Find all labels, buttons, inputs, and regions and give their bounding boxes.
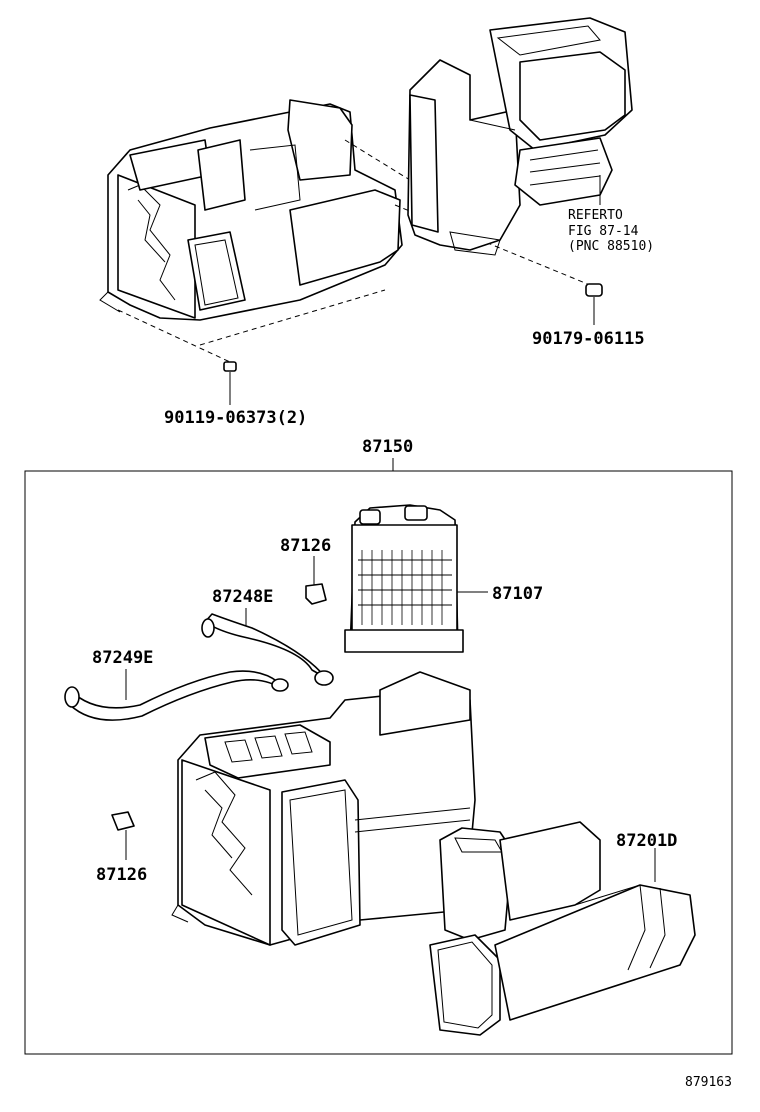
label-clip-right: 90179-06115 bbox=[532, 329, 645, 349]
core-fins bbox=[358, 550, 452, 625]
label-refer-line1: REFERTO bbox=[568, 208, 623, 223]
guide-line bbox=[344, 139, 411, 181]
nut-icon bbox=[585, 283, 603, 325]
label-refer-line3: (PNC 88510) bbox=[568, 239, 654, 254]
label-refer-line2: FIG 87-14 bbox=[568, 224, 639, 239]
heater-unit-assembled bbox=[99, 99, 403, 321]
label-clip-lower: 90119-06373(2) bbox=[164, 408, 307, 428]
label-hose-lower: 87249E bbox=[92, 648, 153, 668]
label-duct: 87201D bbox=[616, 831, 677, 851]
diagram-id: 879163 bbox=[685, 1075, 732, 1090]
guide-line bbox=[117, 309, 231, 363]
label-hose-upper: 87248E bbox=[212, 587, 273, 607]
label-clip-left: 87126 bbox=[96, 865, 147, 885]
label-assembly: 87150 bbox=[362, 437, 413, 457]
label-core: 87107 bbox=[492, 584, 543, 604]
label-clip-top: 87126 bbox=[280, 536, 331, 556]
guide-line bbox=[394, 204, 591, 286]
air-duct bbox=[429, 821, 696, 1036]
heater-case bbox=[171, 671, 476, 946]
screw-icon bbox=[223, 361, 237, 405]
clip-icon bbox=[111, 811, 135, 831]
clip-icon bbox=[305, 583, 327, 605]
blower-unit bbox=[407, 17, 633, 256]
hose-upper bbox=[201, 613, 334, 686]
assembly-frame bbox=[24, 470, 733, 1055]
heater-core bbox=[344, 504, 464, 653]
hose-lower bbox=[64, 670, 289, 721]
